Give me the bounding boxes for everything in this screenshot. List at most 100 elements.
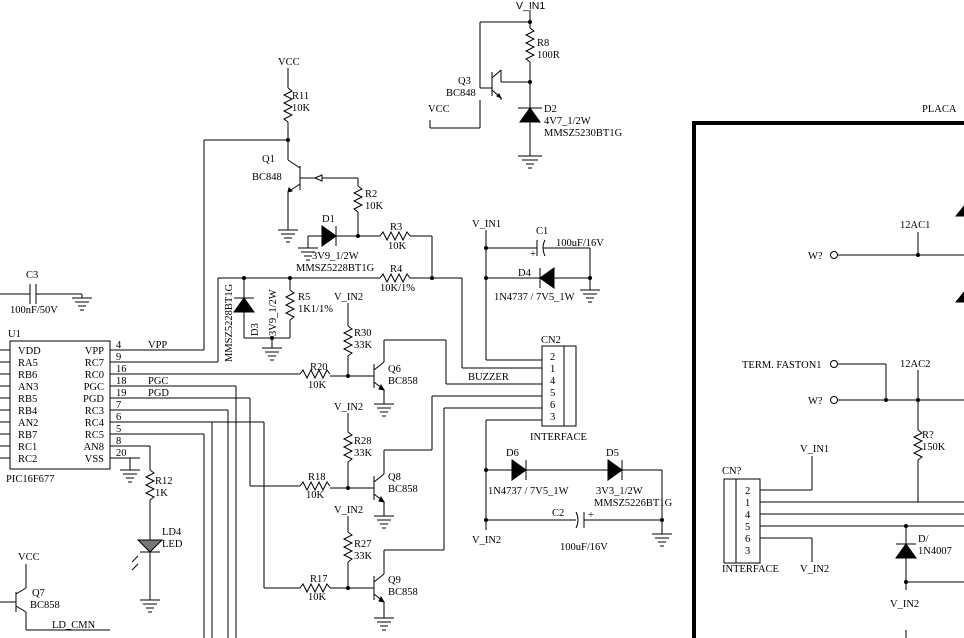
r20-ref: R20 [310,362,328,373]
r30-ref: R30 [354,328,372,339]
r11-ref: R11 [292,91,309,102]
q1-value: BC848 [252,172,282,183]
net-label-12ac1: 12AC1 [900,220,930,231]
r3-value: 10K [388,241,407,252]
d5-ref: D5 [606,448,619,459]
r28-resistor [342,431,354,463]
cnq-pin-number: 2 [745,486,750,497]
net-label-buzzer: BUZZER [468,372,509,383]
ld4-ref: LD4 [162,527,182,538]
cn2-pin-number: 3 [550,412,555,423]
r8-resistor [524,27,536,63]
q6-ref: Q6 [388,364,401,375]
net-label-v-in2-cnq: V_IN2 [800,564,829,575]
u1-right-pin-label: VSS [85,454,104,465]
cnq-label: INTERFACE [722,564,779,575]
q8-value: BC858 [388,484,418,495]
u1-right-pin-label: RC3 [85,406,104,417]
c1-plus-sign: + [530,249,536,260]
u1-right-pin-label: AN8 [84,442,104,453]
d1-part: MMSZ5228BT1G [296,263,375,274]
u1-left-pin-label: RC1 [18,442,37,453]
u1-ref: U1 [8,329,21,340]
d6-zener-diode [511,459,527,481]
ground-icon [580,289,600,303]
terminal-faston-pad [830,360,838,368]
u1-left-pin-label: RB7 [18,430,37,441]
u1-right-pin-number: 7 [116,400,121,411]
r18-resistor [299,480,331,492]
net-label-vcc-r11: VCC [278,57,300,68]
c3-value: 100nF/50V [10,305,58,316]
u1-right-pin-number: 6 [116,412,121,423]
ld4-value: LED [162,539,183,550]
d4-value: 1N4737 / 7V5_1W [494,292,575,303]
r20-value: 10K [308,380,327,391]
terminal-w-2: W? [808,396,823,407]
net-label-pgd: PGD [148,388,169,399]
q3-ref: Q3 [458,76,471,87]
cnq-pin-number: 6 [745,534,750,545]
ground-icon [374,515,394,529]
c2-plus-sign: + [588,510,594,521]
ground-icon [298,247,318,261]
cnq-pin-number: 5 [745,522,750,533]
cn2-pin-number: 1 [550,364,555,375]
u1-right-pin-label: RC0 [85,370,104,381]
ground-icon [140,599,160,613]
d1-value: 3V9_1/2W [312,251,359,262]
r12-value: 1K [155,488,168,499]
d2-zener-diode [519,107,541,123]
r2-resistor [352,185,364,213]
q6-stage: V_IN2 R30 33K R20 10K Q6 BC858 BUZZER [299,292,542,417]
u1-left-pin-label: RB5 [18,394,37,405]
r-q-value: 150K [922,442,946,453]
c3-ref: C3 [26,270,38,281]
q3-value: BC848 [446,88,476,99]
d6-ref: D6 [506,448,519,459]
net-label-v-in1-cnq: V_IN1 [800,444,829,455]
cnq-pin-number: 1 [745,498,750,509]
r5-resistor [284,289,296,321]
d2-part: MMSZ5230BT1G [544,128,623,139]
r2-value: 10K [365,201,384,212]
r2-ref: R2 [365,189,377,200]
d3-part: MMSZ5228BT1G [224,283,235,362]
d5-part: MMSZ5226BT1G [594,498,673,509]
cn2-pin-number: 2 [550,352,555,363]
u1-right-pin-number: 19 [116,388,127,399]
net-label-v-in2-q8: V_IN2 [334,402,363,413]
d4-ref: D4 [518,268,532,279]
r-q-ref: R? [922,430,934,441]
u1-right-pin-label: RC7 [85,358,104,369]
ground-icon [120,469,140,483]
u1-left-pin-label: RA5 [18,358,38,369]
ground-icon [652,533,672,547]
q6-value: BC858 [388,376,418,387]
d1-ref: D1 [322,214,335,225]
r11-resistor [282,87,294,123]
d5-d6-section: D6 1N4737 / 7V5_1W D5 3V3_1/2W MMSZ5226B… [472,448,673,553]
r3-resistor [379,230,411,242]
u1-right-pin-number: 18 [116,376,127,387]
r3-ref: R3 [390,222,402,233]
ground-icon [262,347,282,361]
u1-right-pin-number: 4 [116,340,122,351]
q7-ref: Q7 [32,588,45,599]
d3-zener-diode [233,297,255,313]
cnq-pin-number: 3 [745,546,750,557]
cn2-pin-number: 5 [550,388,555,399]
q8-stage: V_IN2 R28 33K R18 10K Q8 BC858 [299,395,542,529]
placa-board: PLACA 12AC1 W? TERM. FASTON1 12AC2 W? R?… [692,104,964,638]
cnq-ref: CN? [722,466,742,477]
cnq-pin-number: 4 [745,510,751,521]
terminal-w-1: W? [808,251,823,262]
d-q-ref: D/ [918,534,929,545]
r17-resistor [299,582,331,594]
u1-right-pin-number: 20 [116,448,127,459]
c1-ref: C1 [536,226,548,237]
d3-ref: D3 [250,323,261,336]
u1-left-pin-label: RC2 [18,454,37,465]
